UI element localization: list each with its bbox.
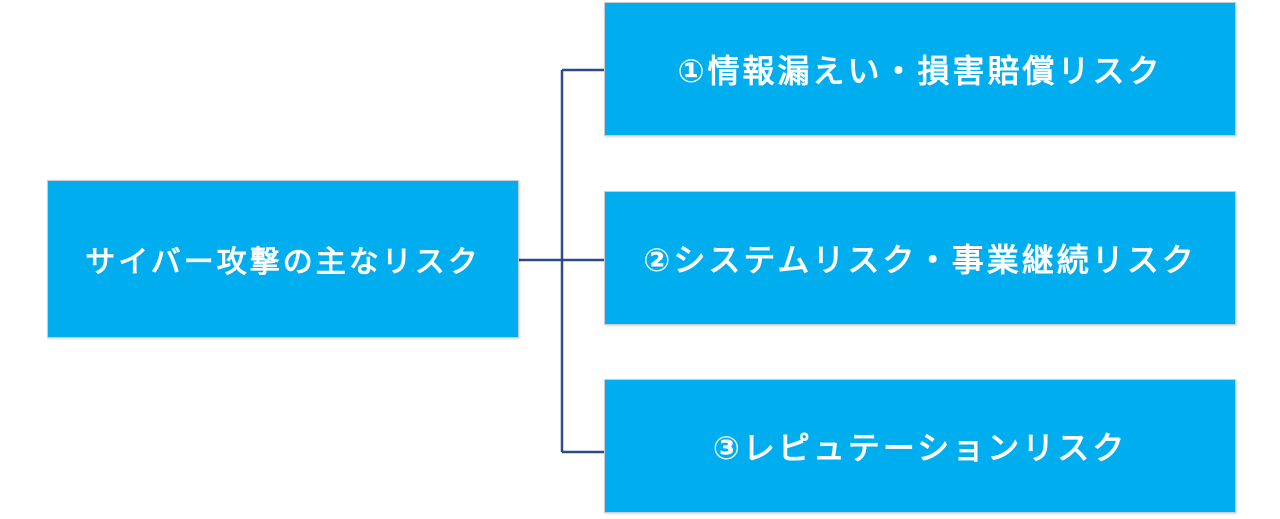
branch-node-reputation-risk: ③レピュテーションリスク [604, 379, 1236, 513]
branch-node-label: ③レピュテーションリスク [712, 429, 1128, 467]
branch-node-label: ①情報漏えい・損害賠償リスク [677, 52, 1163, 90]
branch-node-label: ②システムリスク・事業継続リスク [643, 241, 1197, 279]
root-node: サイバー攻撃の主なリスク [47, 180, 519, 338]
branch-node-information-leak: ①情報漏えい・損害賠償リスク [604, 2, 1236, 136]
root-node-label: サイバー攻撃の主なリスク [85, 245, 481, 280]
branch-node-system-risk: ②システムリスク・事業継続リスク [604, 191, 1236, 325]
